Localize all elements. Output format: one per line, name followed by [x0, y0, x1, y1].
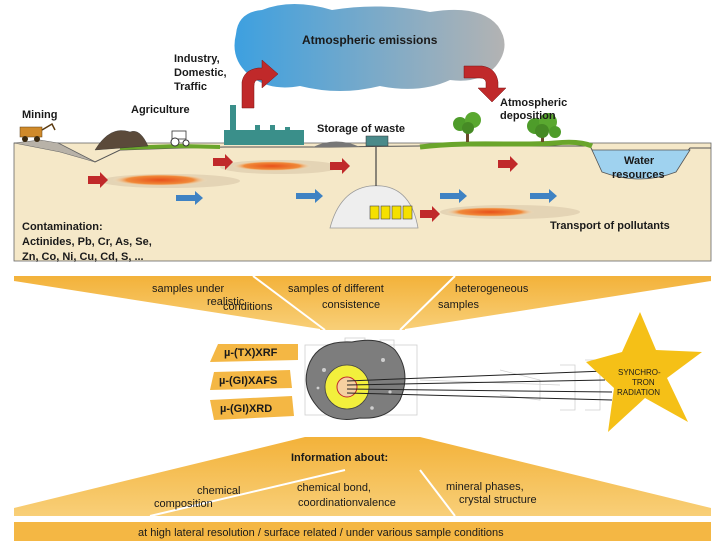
agriculture-field: [119, 143, 221, 150]
red-arrow-3: [420, 206, 440, 222]
pollutant-plume-3: [445, 207, 535, 217]
label-transport: Transport of pollutants: [550, 220, 670, 232]
label-industry-2: Domestic,: [174, 67, 227, 79]
info-3-line-2: crystal structure: [459, 494, 537, 506]
tractor-icon: [170, 130, 190, 147]
samples-funnel: samples under realistic conditions sampl…: [13, 275, 712, 331]
contamination-line-2: Zn, Co, Ni, Cu, Cd, S, ...: [22, 251, 144, 263]
funnel-bottom: [14, 437, 711, 516]
label-storage: Storage of waste: [317, 123, 405, 135]
pollutant-plume-1: [112, 174, 208, 186]
tree-right: [527, 113, 561, 142]
waste-building: [365, 135, 389, 147]
blue-arrow-3: [440, 189, 467, 203]
red-arrow-5: [330, 158, 350, 174]
tree-left: [453, 112, 481, 142]
probe-zone-inner: [336, 376, 358, 398]
information-funnel: Information about: chemical composition …: [14, 437, 711, 517]
information-title: Information about:: [291, 452, 388, 464]
beam-lines: [346, 370, 613, 401]
bottom-bar-bg: [14, 522, 711, 541]
deposition-arrow: [463, 65, 507, 103]
technique-1-badge: [210, 344, 298, 362]
red-flow-arrows: [88, 154, 518, 222]
contamination-title: Contamination:: [22, 221, 103, 233]
compost-heap: [94, 130, 149, 151]
sample-specimen: [305, 339, 406, 420]
red-arrow-4: [498, 156, 518, 172]
excavator-icon: [19, 122, 56, 142]
label-water-1: Water: [624, 155, 655, 167]
synchrotron-star: SYNCHRO- TRON RADIATION: [586, 312, 702, 432]
sample-1-line-2: realistic: [207, 296, 245, 308]
synchrotron-line-1: SYNCHRO-: [618, 368, 661, 377]
blue-flow-arrows: [176, 189, 557, 205]
sample-1-line-1: samples under: [152, 283, 224, 295]
info-3-line-1: mineral phases,: [446, 481, 524, 493]
blue-arrow-4: [530, 189, 557, 203]
label-water-2: resources: [612, 169, 665, 181]
contamination-line-1: Actinides, Pb, Cr, As, Se,: [22, 236, 152, 248]
pollutant-plume-2: [232, 161, 312, 171]
synchrotron-line-2: TRON: [632, 378, 655, 387]
atmosphere: [234, 4, 507, 109]
waste-barrels: [369, 205, 413, 220]
star-shape: [586, 312, 702, 432]
label-deposition-2: deposition: [500, 110, 556, 122]
info-2-line-2: coordinationvalence: [298, 497, 396, 509]
sample-3-line-2: samples: [438, 299, 479, 311]
technique-1: µ-(TX)XRF: [224, 347, 278, 359]
technique-3-badge: [210, 396, 294, 420]
factory: [224, 105, 304, 145]
synchrotron-line-3: RADIATION: [617, 388, 660, 397]
blue-arrow-1: [176, 191, 203, 205]
technique-2: µ-(GI)XAFS: [219, 375, 277, 387]
label-atmospheric-emissions: Atmospheric emissions: [302, 33, 438, 47]
sample-2-line-2: consistence: [322, 299, 380, 311]
label-deposition-1: Atmospheric: [500, 97, 567, 109]
info-1-line-2: composition: [154, 498, 213, 510]
aperture: [585, 359, 601, 411]
funnel-top: [14, 276, 711, 330]
grassland: [419, 139, 593, 150]
emission-arrow: [241, 59, 279, 109]
technique-labels: µ-(TX)XRF µ-(GI)XAFS µ-(GI)XRD: [210, 344, 298, 420]
emission-cloud: [234, 4, 505, 91]
label-industry-3: Traffic: [174, 81, 207, 93]
label-mining: Mining: [22, 109, 57, 121]
red-arrow-1: [88, 172, 108, 188]
label-industry-1: Industry,: [174, 53, 220, 65]
landscape-panel: [13, 105, 712, 262]
sample-2-line-1: samples of different: [288, 283, 384, 295]
bottom-bar-text: at high lateral resolution / surface rel…: [138, 527, 504, 539]
red-arrow-2: [213, 154, 233, 170]
storage-mound: [313, 141, 360, 147]
technique-3: µ-(GI)XRD: [220, 403, 272, 415]
info-1-line-1: chemical: [197, 485, 240, 497]
label-agriculture: Agriculture: [131, 104, 190, 116]
info-2-line-1: chemical bond,: [297, 482, 371, 494]
sample-3-line-1: heterogeneous: [455, 283, 529, 295]
sample-1-line-3: conditions: [223, 301, 273, 313]
water-basin: [591, 149, 691, 180]
technique-2-badge: [210, 370, 292, 390]
bottom-bar: at high lateral resolution / surface rel…: [14, 522, 711, 541]
landscape-labels: Mining Agriculture Industry, Domestic, T…: [22, 33, 670, 263]
slits: [560, 364, 576, 411]
blue-arrow-2: [296, 189, 323, 203]
